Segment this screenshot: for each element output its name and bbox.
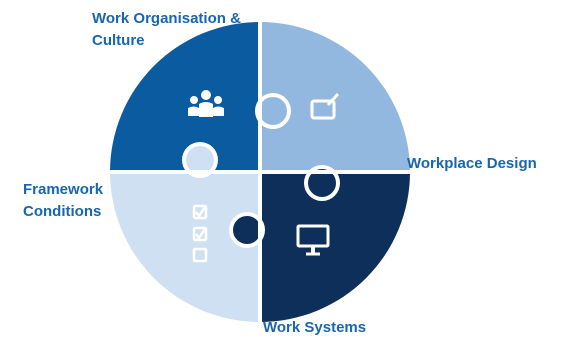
label-line: Work Systems <box>263 319 367 336</box>
label-line: Culture <box>92 32 145 49</box>
label-workplace-design: Workplace Design <box>407 153 537 175</box>
quadrant-work-organisation-culture <box>110 22 260 172</box>
tablet-pen-icon <box>310 92 340 120</box>
checklist-icon <box>192 204 208 263</box>
knob-right <box>306 167 338 199</box>
quadrant-framework-conditions <box>110 172 260 322</box>
label-line: Conditions <box>23 203 102 220</box>
computer-monitor-icon <box>296 224 330 256</box>
label-line: Work Organisation & <box>92 10 241 27</box>
label-line: Framework <box>23 181 104 198</box>
label-line: Workplace Design <box>407 155 537 172</box>
knob-top <box>257 95 289 127</box>
knob-left <box>184 144 216 176</box>
people-group-icon <box>188 90 224 117</box>
label-work-systems: Work Systems <box>263 317 366 339</box>
knob-bottom <box>231 214 263 246</box>
label-work-organisation-culture: Work Organisation & Culture <box>92 8 241 52</box>
quadrant-work-systems <box>260 172 410 322</box>
separator-lines <box>108 20 412 324</box>
label-framework-conditions: Framework Conditions <box>23 179 103 223</box>
